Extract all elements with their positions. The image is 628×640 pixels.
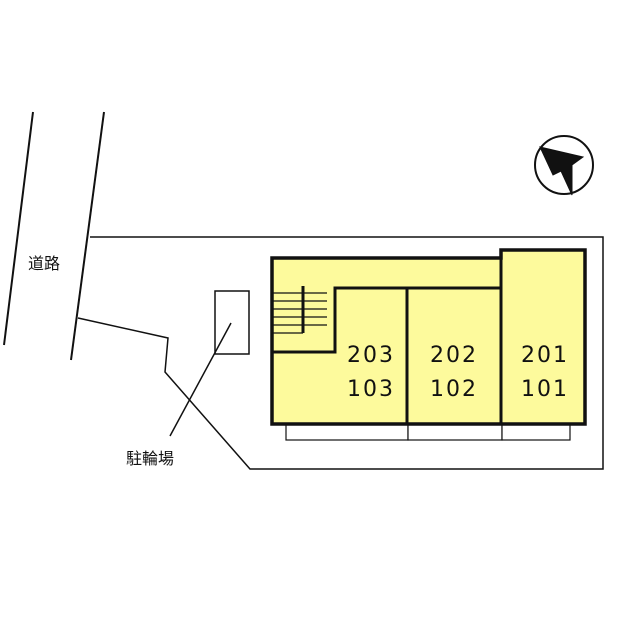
- north-arrow-icon: [534, 135, 594, 196]
- unit-201-label: 201: [521, 343, 569, 368]
- bicycle-parking-label: 駐輪場: [126, 449, 174, 468]
- unit-202-label: 202: [430, 343, 478, 368]
- road-label: 道路: [28, 254, 60, 273]
- unit-203-label: 203: [347, 343, 395, 368]
- bicycle-parking-area: [214, 290, 250, 355]
- unit-102-label: 102: [430, 377, 478, 402]
- road-edge-right: [70, 111, 105, 361]
- balcony-unit-202: [407, 423, 503, 441]
- unit-103-label: 103: [347, 377, 395, 402]
- bicycle-parking-leader-line: [169, 322, 232, 437]
- staircase: [272, 286, 327, 334]
- road-edge-left: [3, 111, 34, 346]
- balcony-unit-203: [285, 423, 409, 441]
- unit-101-label: 101: [521, 377, 569, 402]
- balcony-unit-201: [501, 423, 571, 441]
- site-boundary: [77, 236, 604, 470]
